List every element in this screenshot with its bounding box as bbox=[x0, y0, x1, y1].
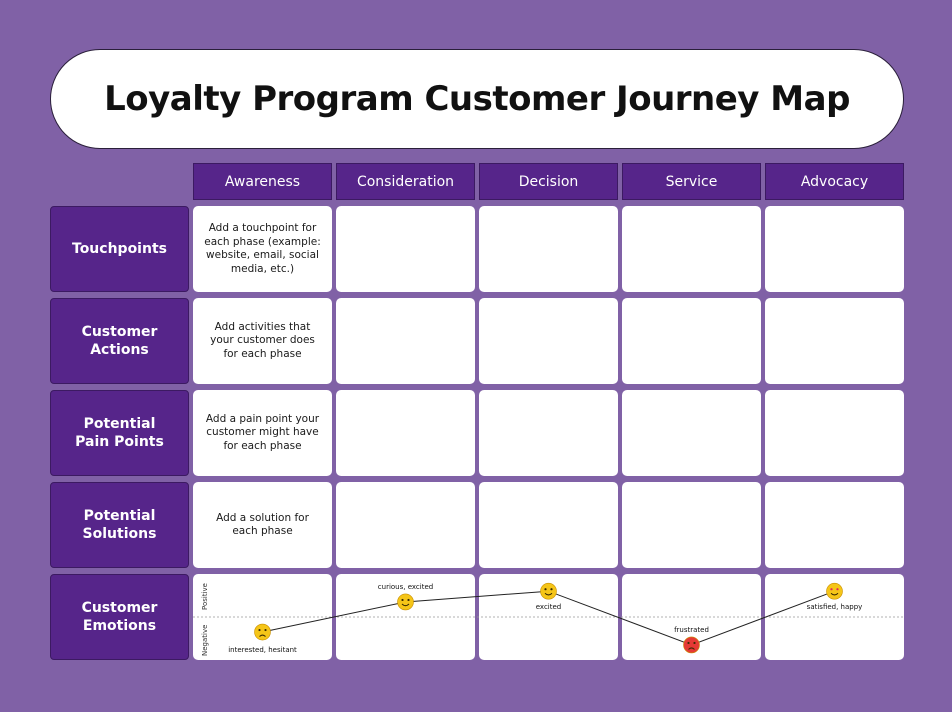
phase-header-consideration: Consideration bbox=[336, 163, 475, 200]
row-header-solutions: Potential Solutions bbox=[50, 482, 189, 568]
row-header-customer-actions: Customer Actions bbox=[50, 298, 189, 384]
cell-solutions-advocacy[interactable] bbox=[765, 482, 904, 568]
emotion-label: excited bbox=[536, 603, 562, 611]
page-title: Loyalty Program Customer Journey Map bbox=[104, 79, 850, 119]
cell-actions-decision[interactable] bbox=[479, 298, 618, 384]
cell-actions-service[interactable] bbox=[622, 298, 761, 384]
cell-pain-service[interactable] bbox=[622, 390, 761, 476]
emotion-label: frustrated bbox=[674, 626, 709, 634]
row-header-touchpoints: Touchpoints bbox=[50, 206, 189, 292]
cell-touchpoints-awareness[interactable]: Add a touchpoint for each phase (example… bbox=[193, 206, 332, 292]
emotion-markers: interested, hesitant curious, excited exci… bbox=[228, 582, 863, 654]
cell-actions-consideration[interactable] bbox=[336, 298, 475, 384]
row-header-pain-points: Potential Pain Points bbox=[50, 390, 189, 476]
unsure-face-icon bbox=[254, 623, 271, 641]
row-header-customer-emotions: Customer Emotions bbox=[50, 574, 189, 660]
cell-pain-decision[interactable] bbox=[479, 390, 618, 476]
cell-solutions-decision[interactable] bbox=[479, 482, 618, 568]
row-header-label: Potential Pain Points bbox=[75, 416, 164, 450]
emotion-label: curious, excited bbox=[378, 583, 433, 591]
row-header-label: Customer Actions bbox=[81, 324, 158, 358]
cell-touchpoints-consideration[interactable] bbox=[336, 206, 475, 292]
cell-touchpoints-service[interactable] bbox=[622, 206, 761, 292]
phase-header-decision: Decision bbox=[479, 163, 618, 200]
happy-face-icon bbox=[540, 582, 557, 600]
title-banner: Loyalty Program Customer Journey Map bbox=[50, 49, 904, 149]
phase-header-service: Service bbox=[622, 163, 761, 200]
emotion-label: satisfied, happy bbox=[807, 603, 863, 611]
axis-positive-label: Positive bbox=[201, 583, 209, 610]
cell-pain-advocacy[interactable] bbox=[765, 390, 904, 476]
row-header-label: Customer Emotions bbox=[81, 600, 158, 634]
phase-header-advocacy: Advocacy bbox=[765, 163, 904, 200]
cell-pain-awareness[interactable]: Add a pain point your customer might hav… bbox=[193, 390, 332, 476]
cell-pain-consideration[interactable] bbox=[336, 390, 475, 476]
cell-solutions-service[interactable] bbox=[622, 482, 761, 568]
cell-actions-advocacy[interactable] bbox=[765, 298, 904, 384]
cell-actions-awareness[interactable]: Add activities that your customer does f… bbox=[193, 298, 332, 384]
heart-eyes-face-icon bbox=[826, 582, 843, 600]
emotion-label: interested, hesitant bbox=[228, 646, 297, 654]
cell-touchpoints-advocacy[interactable] bbox=[765, 206, 904, 292]
axis-negative-label: Negative bbox=[201, 625, 209, 656]
smiling-face-icon bbox=[397, 593, 414, 611]
cell-solutions-awareness[interactable]: Add a solution for each phase bbox=[193, 482, 332, 568]
emotion-chart: Positive Negative interested, hesitant cu… bbox=[193, 582, 905, 656]
cell-solutions-consideration[interactable] bbox=[336, 482, 475, 568]
cell-touchpoints-decision[interactable] bbox=[479, 206, 618, 292]
row-header-label: Potential Solutions bbox=[82, 508, 157, 542]
phase-header-awareness: Awareness bbox=[193, 163, 332, 200]
angry-face-icon bbox=[683, 636, 700, 654]
